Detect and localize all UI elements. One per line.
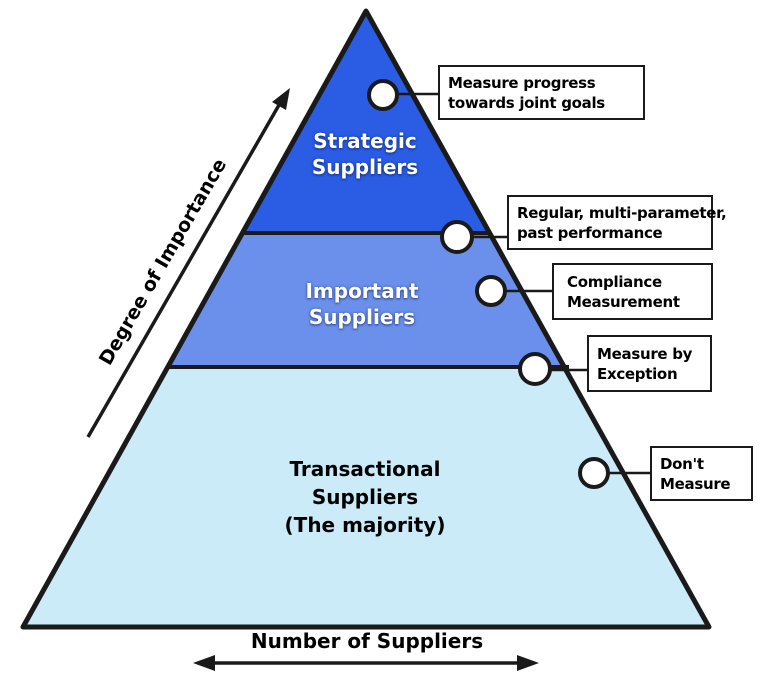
callout-measure-by-exception: Measure by Exception: [587, 335, 712, 392]
callout-regular-multi-parameter: Regular, multi-parameter, past performan…: [507, 195, 727, 250]
tier-important-shape: [168, 233, 567, 367]
callout-measure-by-exception-text: Measure by Exception: [597, 344, 693, 383]
pyramid-outline: [20, 8, 712, 630]
marker-circle-strategic: [367, 79, 399, 111]
marker-circle-important: [475, 275, 507, 307]
callout-regular-multi-parameter-text: Regular, multi-parameter, past performan…: [517, 203, 727, 242]
callout-compliance-measurement: Compliance Measurement: [552, 263, 713, 320]
suppliers-axis-left-arrowhead-icon: [193, 655, 215, 671]
callout-dont-measure-text: Don't Measure: [660, 454, 731, 493]
tier-label-transactional: Transactional Suppliers (The majority): [284, 457, 446, 537]
tier-label-strategic: Strategic Suppliers: [311, 129, 419, 179]
tier-label-important: Important Suppliers: [305, 279, 419, 329]
callout-dont-measure: Don't Measure: [650, 446, 753, 501]
callout-measure-progress-text: Measure progress towards joint goals: [448, 73, 605, 112]
tier-strategic-shape: [243, 11, 489, 233]
callout-measure-progress: Measure progress towards joint goals: [438, 65, 645, 120]
x-axis-label-number-of-suppliers: Number of Suppliers: [250, 629, 484, 653]
marker-circle-transactional: [578, 457, 610, 489]
marker-circle-important-transactional: [518, 352, 552, 386]
callout-compliance-measurement-text: Compliance Measurement: [567, 272, 680, 311]
importance-axis-arrow-shaft: [86, 104, 281, 438]
importance-axis-arrowhead-icon: [272, 88, 290, 110]
marker-circle-strategic-important: [440, 220, 474, 254]
tier-transactional-shape: [23, 367, 709, 627]
suppliers-axis-right-arrowhead-icon: [517, 655, 539, 671]
